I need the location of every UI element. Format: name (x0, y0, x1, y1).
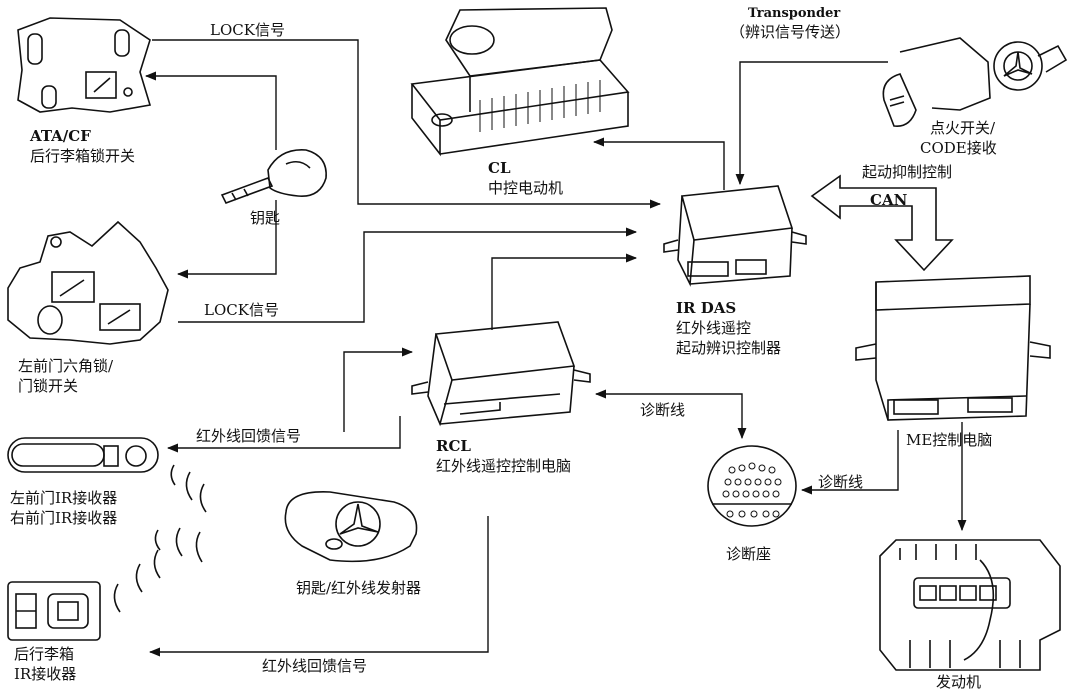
diagnosis-socket-icon (707, 445, 797, 527)
ir-feedback-upper-line (166, 416, 401, 453)
ignition-switch-icon (882, 37, 1068, 127)
key-to-door-line (176, 200, 277, 279)
start-inhibit-label: 起动抑制控制 (862, 163, 953, 181)
me-ecu-icon (855, 275, 1051, 421)
key-label: 钥匙 (250, 209, 281, 227)
key-fob-transmitter-icon (284, 491, 418, 563)
ir-das-line1-label: 红外线遥控 (676, 319, 752, 337)
lock-signal-bottom-line (178, 227, 638, 323)
trunk-lock-switch-label: 后行李箱锁开关 (30, 147, 136, 165)
ir-wave-arcs (113, 464, 207, 613)
cl-label: CL (488, 159, 511, 177)
diag-line-lower-label: 诊断线 (818, 473, 864, 491)
transponder-line (735, 61, 888, 186)
engine-icon (879, 539, 1061, 671)
lock-signal-bottom-label: LOCK信号 (204, 301, 279, 319)
trunk-ir-label-1: 后行李箱 (14, 645, 75, 663)
ir-das-label: IR DAS (676, 299, 737, 317)
front-door-ir-receiver-icon (7, 437, 159, 473)
ir-feedback-lower-line (148, 516, 489, 657)
door-lock-switch-label: 门锁开关 (18, 377, 79, 395)
cl-name-label: 中控电动机 (488, 179, 564, 197)
lock-signal-top-line (152, 39, 662, 209)
key-ir-transmitter-label: 钥匙/红外线发射器 (296, 579, 422, 597)
diag-line-upper-label: 诊断线 (640, 401, 686, 419)
door-to-rcl-line (343, 347, 414, 432)
transponder-sub-label: （辨识信号传送） (730, 23, 851, 41)
can-bus-arrow (810, 174, 954, 272)
door-lock-switch-icon (7, 220, 169, 345)
fl-ir-receiver-label: 左前门IR接收器 (10, 489, 118, 507)
ir-feedback-lower-label: 红外线回馈信号 (262, 657, 368, 675)
rcl-to-irdas-line (491, 253, 638, 330)
rcl-diag-line (594, 389, 747, 440)
ir-feedback-upper-label: 红外线回馈信号 (196, 427, 302, 445)
diag-socket-label: 诊断座 (726, 545, 772, 563)
trunk-ir-receiver-icon (7, 581, 101, 641)
irdas-to-cl-line (592, 137, 725, 190)
lock-signal-top-label: LOCK信号 (210, 21, 285, 39)
me-ecu-label: ME控制电脑 (906, 431, 993, 449)
trunk-ir-label-2: IR接收器 (14, 665, 77, 683)
front-left-lock-label: 左前门六角锁/ (18, 357, 114, 375)
key-icon (220, 149, 327, 204)
fr-ir-receiver-label: 右前门IR接收器 (10, 509, 118, 527)
engine-label: 发动机 (936, 673, 982, 691)
key-to-trunk-line (144, 71, 277, 150)
ignition-switch-label: 点火开关/ (930, 119, 996, 137)
trunk-lock-switch-icon (17, 17, 152, 113)
ir-das-line2-label: 起动辨识控制器 (676, 339, 782, 357)
ata-cf-label: ATA/CF (30, 127, 91, 145)
me-diag-line (800, 430, 899, 495)
rcl-label: RCL (436, 437, 471, 455)
can-label: CAN (870, 191, 908, 209)
rcl-module-icon (411, 321, 591, 427)
central-lock-motor-icon (410, 7, 630, 157)
ir-das-module-icon (663, 185, 807, 287)
code-receive-label: CODE接收 (920, 139, 997, 157)
transponder-label: Transponder (748, 6, 841, 21)
rcl-name-label: 红外线遥控控制电脑 (436, 457, 572, 475)
